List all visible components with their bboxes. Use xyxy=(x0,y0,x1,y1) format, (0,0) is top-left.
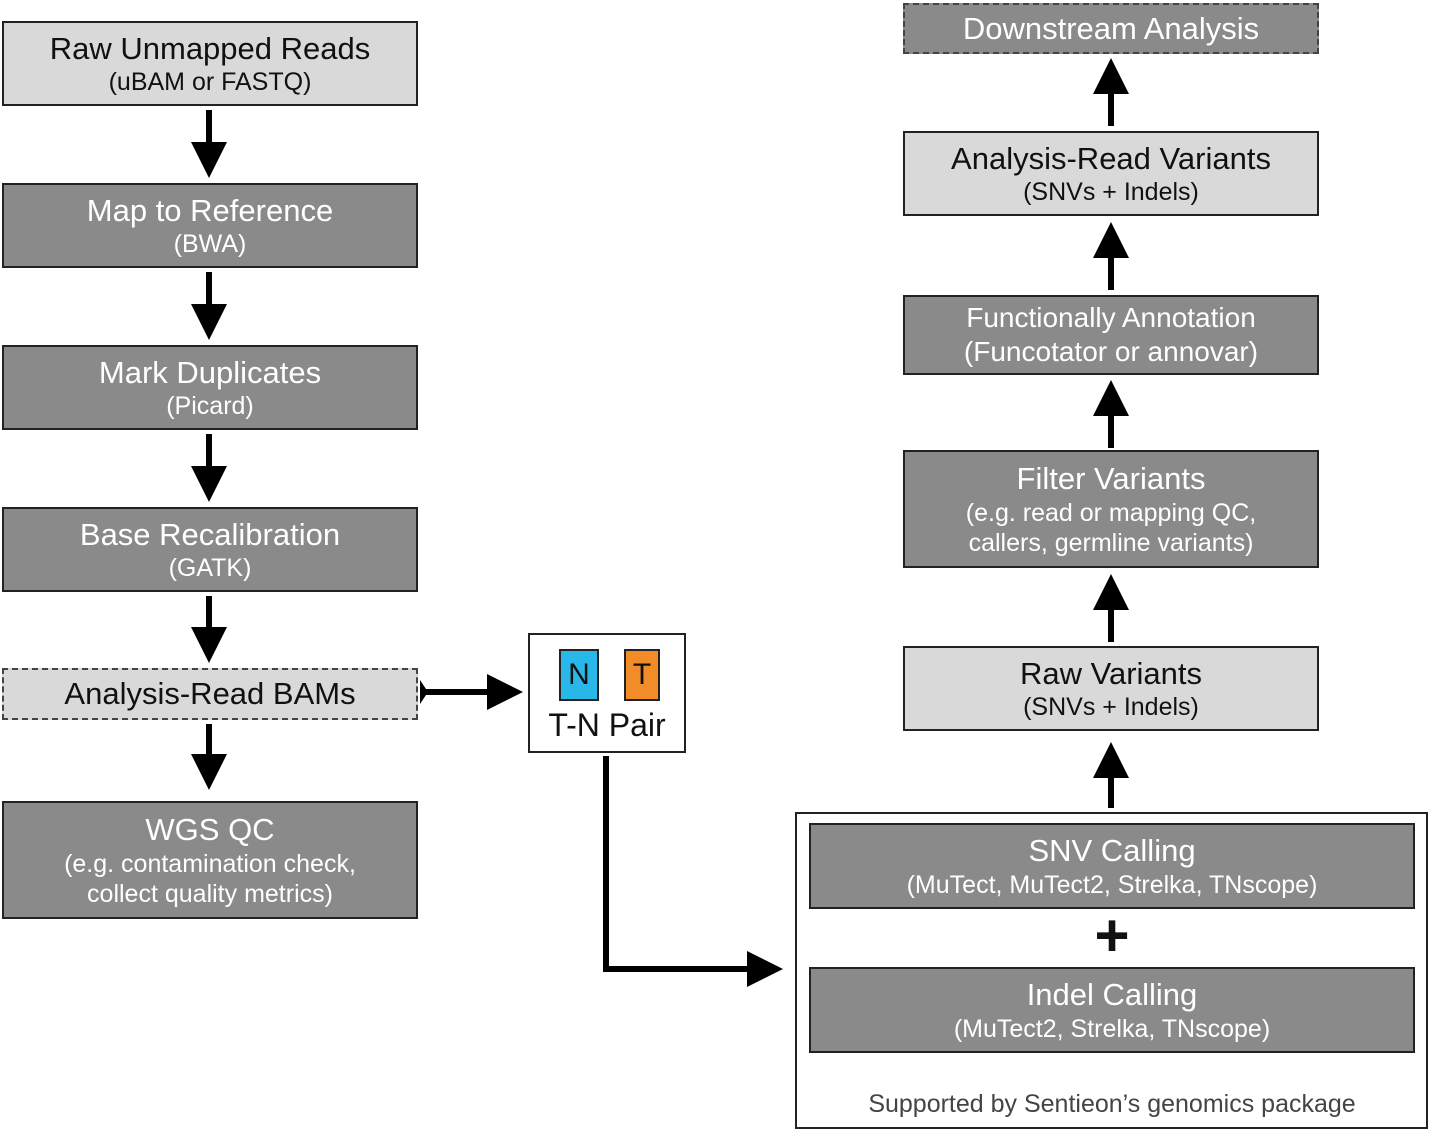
base-recalibration-box: Base Recalibration (GATK) xyxy=(2,507,418,592)
indel-sub: (MuTect2, Strelka, TNscope) xyxy=(953,1014,1271,1043)
tn-pair-box: N T T-N Pair xyxy=(528,633,686,753)
raw-reads-title: Raw Unmapped Reads xyxy=(49,30,371,66)
analysis-read-variants-box: Analysis-Read Variants (SNVs + Indels) xyxy=(903,131,1319,216)
normal-sample-square: N xyxy=(559,649,599,701)
mark-dup-sub: (Picard) xyxy=(166,392,254,421)
map-ref-title: Map to Reference xyxy=(86,192,334,228)
filter-variants-box: Filter Variants (e.g. read or mapping QC… xyxy=(903,450,1319,568)
func-annot-sub: (Funcotator or annovar) xyxy=(963,336,1259,367)
analysis-variants-sub: (SNVs + Indels) xyxy=(1023,178,1199,207)
analysis-bams-title: Analysis-Read BAMs xyxy=(64,676,356,712)
map-to-reference-box: Map to Reference (BWA) xyxy=(2,183,418,268)
map-ref-sub: (BWA) xyxy=(173,230,247,259)
base-recal-title: Base Recalibration xyxy=(79,516,341,552)
variant-calling-container: SNV Calling (MuTect, MuTect2, Strelka, T… xyxy=(795,812,1428,1129)
filter-sub1: (e.g. read or mapping QC, xyxy=(965,498,1257,527)
arrow-tn-to-calling xyxy=(603,756,783,987)
sentieon-footer: Supported by Sentieon’s genomics package xyxy=(868,1090,1356,1118)
raw-variants-sub: (SNVs + Indels) xyxy=(1023,693,1199,722)
wgs-qc-box: WGS QC (e.g. contamination check, collec… xyxy=(2,801,418,919)
tn-pair-label: T-N Pair xyxy=(548,707,666,743)
analysis-read-bams-box: Analysis-Read BAMs xyxy=(2,668,418,720)
raw-reads-sub: (uBAM or FASTQ) xyxy=(108,68,312,97)
filter-sub2: callers, germline variants) xyxy=(968,528,1254,557)
mark-dup-title: Mark Duplicates xyxy=(98,354,322,390)
snv-sub: (MuTect, MuTect2, Strelka, TNscope) xyxy=(906,870,1318,899)
wgs-qc-title: WGS QC xyxy=(145,812,275,848)
tumor-sample-square: T xyxy=(624,649,660,701)
raw-variants-box: Raw Variants (SNVs + Indels) xyxy=(903,646,1319,731)
snv-title: SNV Calling xyxy=(1028,833,1196,869)
snv-calling-box: SNV Calling (MuTect, MuTect2, Strelka, T… xyxy=(809,823,1415,909)
filter-title: Filter Variants xyxy=(1016,461,1206,497)
wgs-qc-sub1: (e.g. contamination check, xyxy=(64,849,356,878)
func-annot-title: Functionally Annotation xyxy=(966,302,1256,334)
indel-title: Indel Calling xyxy=(1026,977,1198,1013)
analysis-variants-title: Analysis-Read Variants xyxy=(951,140,1271,176)
downstream-title: Downstream Analysis xyxy=(962,10,1260,46)
mark-duplicates-box: Mark Duplicates (Picard) xyxy=(2,345,418,430)
plus-sign: + xyxy=(1094,902,1130,969)
indel-calling-box: Indel Calling (MuTect2, Strelka, TNscope… xyxy=(809,967,1415,1053)
raw-unmapped-reads-box: Raw Unmapped Reads (uBAM or FASTQ) xyxy=(2,21,418,106)
downstream-analysis-box: Downstream Analysis xyxy=(903,3,1319,54)
functional-annotation-box: Functionally Annotation (Funcotator or a… xyxy=(903,295,1319,375)
wgs-qc-sub2: collect quality metrics) xyxy=(87,879,333,908)
base-recal-sub: (GATK) xyxy=(168,554,252,583)
raw-variants-title: Raw Variants xyxy=(1019,655,1203,691)
